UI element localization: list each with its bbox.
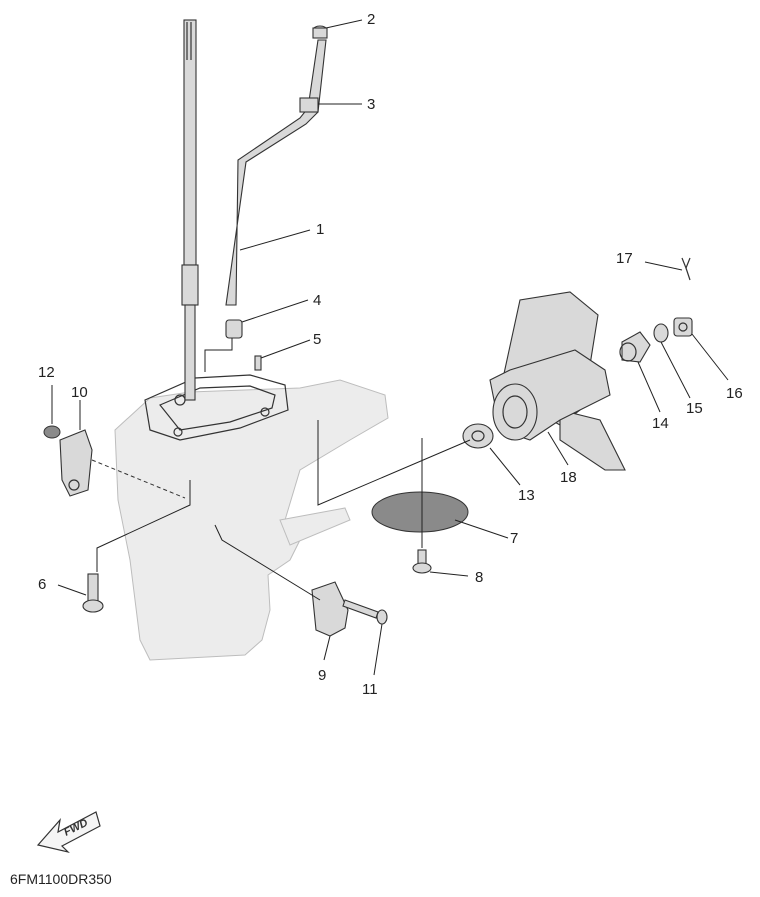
anode-10 xyxy=(59,429,93,497)
callout-9: 9 xyxy=(318,667,326,684)
washer-15 xyxy=(653,323,669,343)
callout-15: 15 xyxy=(686,400,703,417)
callout-17: 17 xyxy=(616,250,633,267)
callout-1: 1 xyxy=(316,221,324,238)
bolt-6 xyxy=(82,573,104,613)
anode-9 xyxy=(311,581,349,637)
lower-casing-ghost xyxy=(114,374,389,661)
nut-16 xyxy=(673,317,693,337)
dowel-5 xyxy=(254,355,262,371)
callout-16: 16 xyxy=(726,385,743,402)
water-tube xyxy=(225,39,327,306)
callout-12: 12 xyxy=(38,364,55,381)
clip-3 xyxy=(299,97,319,113)
forward-arrow-icon: FWD xyxy=(36,811,101,854)
grommet-2 xyxy=(312,25,328,39)
bolt-8 xyxy=(412,549,432,574)
bolt-11 xyxy=(342,599,388,625)
callout-labels: 1 2 3 4 5 6 7 8 9 10 11 12 13 14 15 16 1… xyxy=(38,11,743,698)
grommet-4 xyxy=(225,319,243,339)
callout-5: 5 xyxy=(313,331,321,348)
callout-11: 11 xyxy=(362,681,378,698)
washer-13 xyxy=(462,423,494,449)
callout-14: 14 xyxy=(652,415,669,432)
callout-4: 4 xyxy=(313,292,321,309)
callout-6: 6 xyxy=(38,576,46,593)
callout-7: 7 xyxy=(510,530,518,547)
callout-3: 3 xyxy=(367,96,375,113)
assembly-lines xyxy=(91,338,471,601)
drive-shaft xyxy=(181,19,199,401)
callout-8: 8 xyxy=(475,569,483,586)
callout-10: 10 xyxy=(71,384,88,401)
spacer-14 xyxy=(619,331,651,363)
diagram-code: 6FM1100DR350 xyxy=(10,871,112,887)
propeller-18 xyxy=(489,291,626,471)
callout-2: 2 xyxy=(367,11,375,28)
callout-leaders xyxy=(51,19,729,676)
callout-18: 18 xyxy=(560,469,577,486)
cotter-pin-17 xyxy=(681,257,691,281)
plate-7 xyxy=(371,491,469,533)
callout-13: 13 xyxy=(518,487,535,504)
nut-12 xyxy=(43,425,61,439)
